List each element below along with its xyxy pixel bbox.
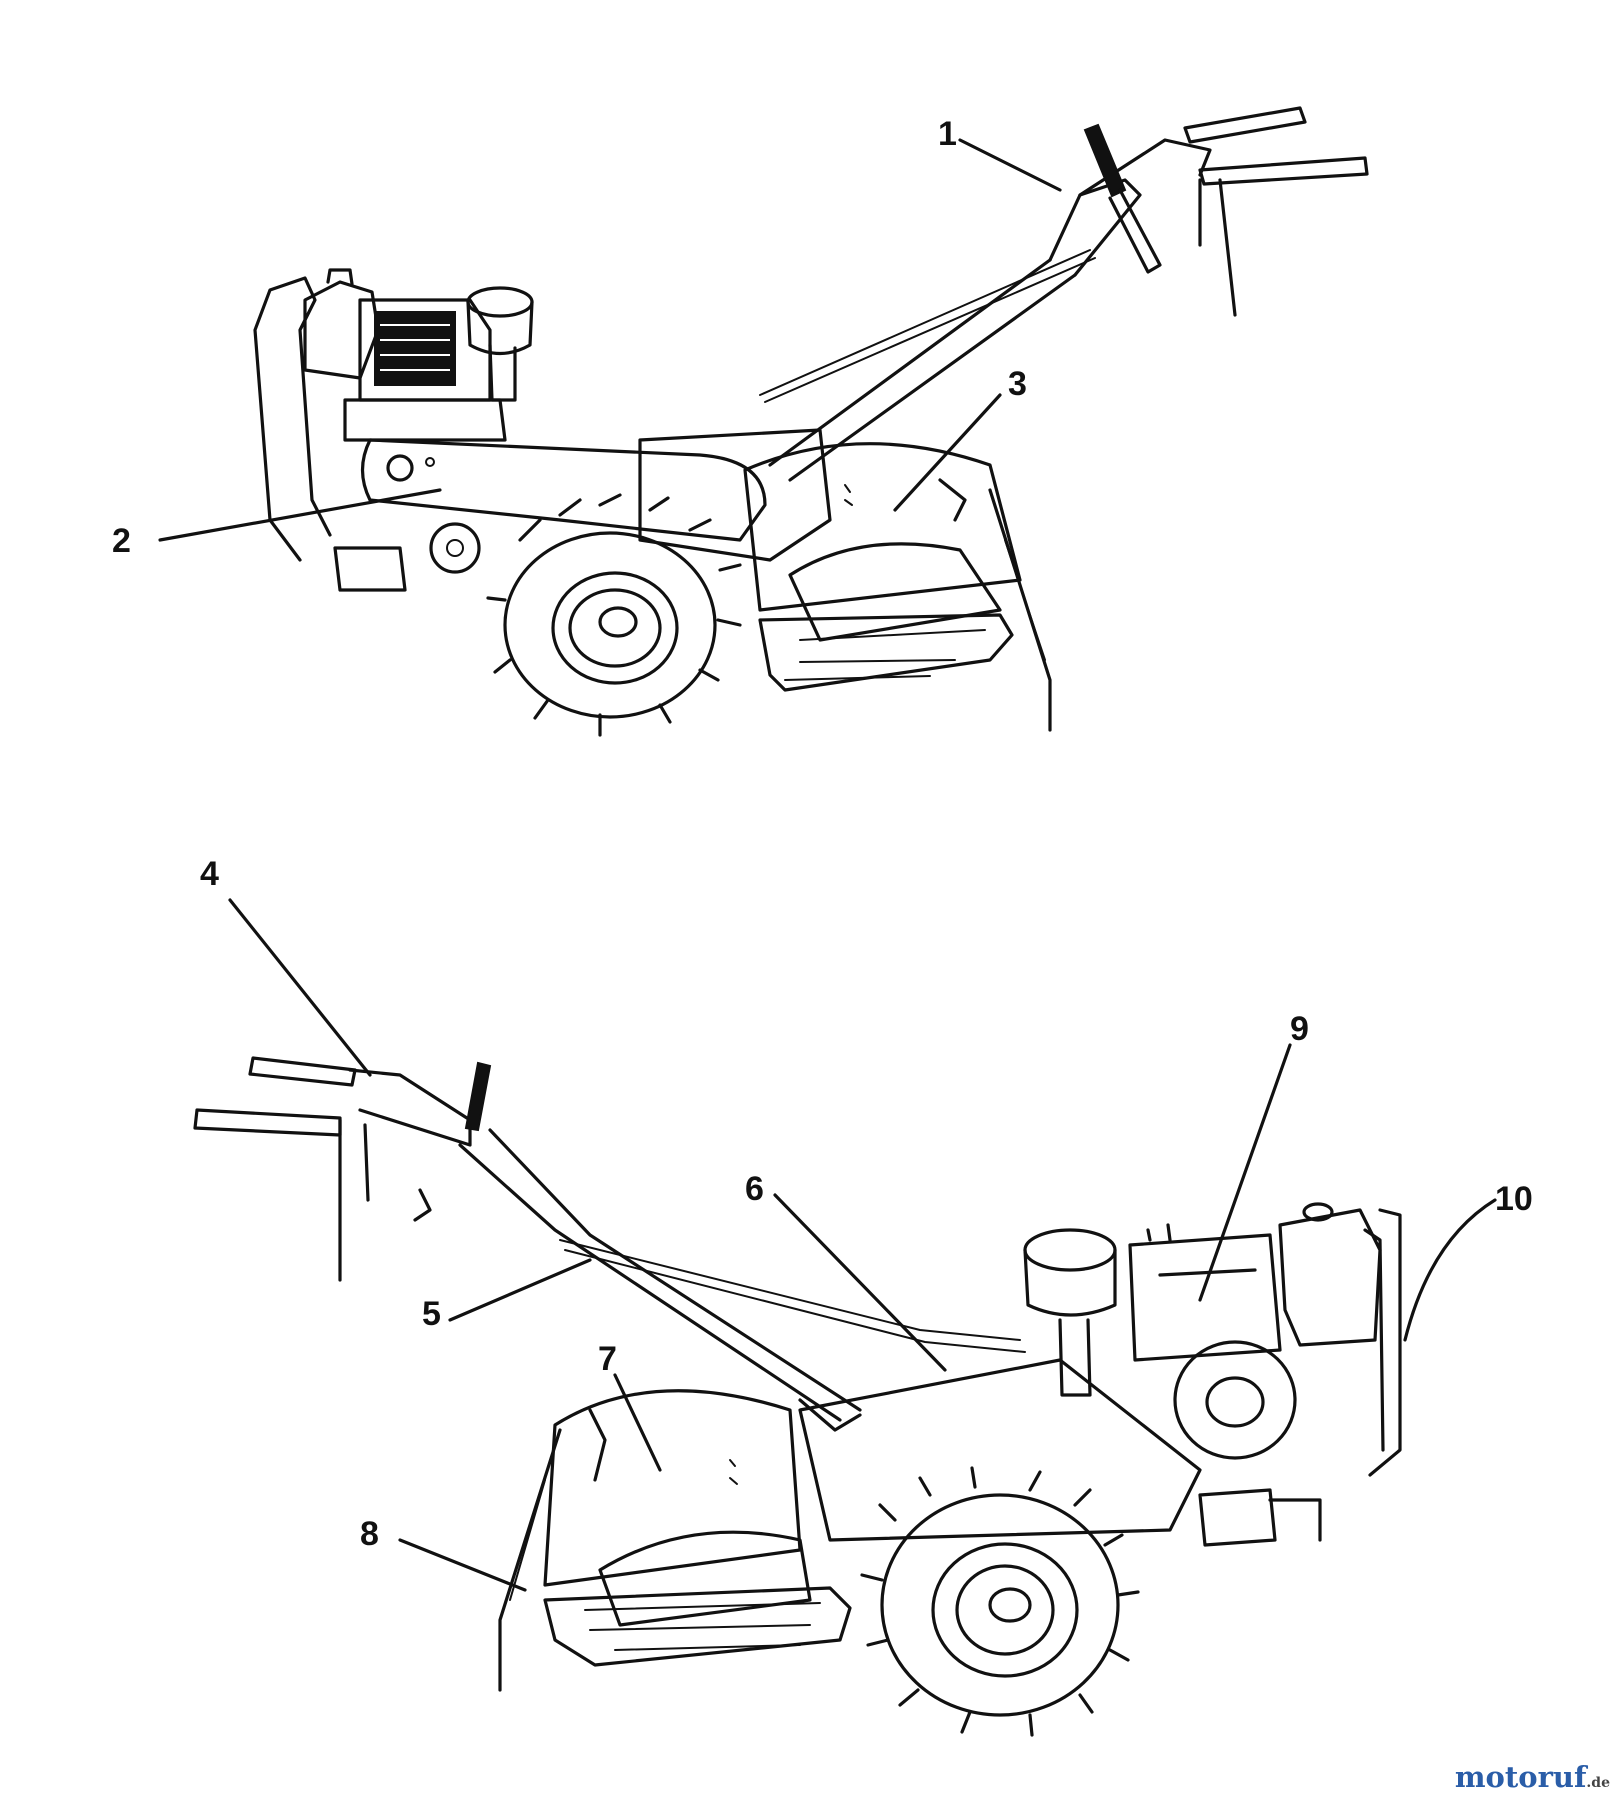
- handle-pin: [413, 1188, 432, 1222]
- air-cleaner-2: [1023, 1248, 1117, 1317]
- rear-guard-2: [1368, 1208, 1402, 1477]
- air-cleaner-top: [466, 286, 534, 318]
- callout-5: 5: [422, 1295, 441, 1333]
- callout-3: 3: [1008, 365, 1027, 403]
- pulley-bolt: [386, 454, 414, 482]
- air-cleaner: [466, 300, 534, 355]
- handle-tube-2: [458, 1143, 842, 1422]
- callout-10: 10: [1495, 1180, 1533, 1218]
- hood-latch-2: [588, 1408, 607, 1482]
- depth-bar-knob: [1083, 123, 1127, 198]
- clutch-lever-2: [1218, 178, 1237, 317]
- handle-tube-lower: [768, 258, 1052, 467]
- leader-7: [613, 1373, 662, 1472]
- muffler-2: [1198, 1488, 1277, 1547]
- tire-treads-2: [860, 1466, 1140, 1737]
- handle-grip-upper-2: [248, 1056, 357, 1087]
- leader-8: [398, 1538, 527, 1592]
- engine-base: [343, 398, 507, 442]
- depth-bar-knob-2: [464, 1061, 492, 1132]
- engine-block-2: [1128, 1233, 1282, 1362]
- leader-5: [448, 1258, 592, 1322]
- carburetor-2: [1058, 1318, 1092, 1397]
- wheel-tire-2: [880, 1493, 1120, 1717]
- fuel-cap-2: [1302, 1202, 1334, 1222]
- leader-10: [1403, 1198, 1497, 1342]
- transmission-housing: [638, 428, 832, 562]
- callout-8: 8: [360, 1515, 379, 1553]
- callout-9: 9: [1290, 1010, 1309, 1048]
- wheel-rim: [551, 571, 679, 685]
- fuel-tank: [303, 280, 380, 380]
- drag-bar-plate-2: [543, 1586, 852, 1667]
- handle-top-2: [348, 1068, 472, 1147]
- callout-7: 7: [598, 1340, 617, 1378]
- leader-1: [958, 138, 1062, 192]
- handle-grip-lower-2: [193, 1108, 342, 1137]
- leader-4: [228, 898, 372, 1077]
- control-cable-2: [559, 1239, 1021, 1341]
- callout-4: 4: [200, 855, 219, 893]
- recoil-starter: [1173, 1340, 1297, 1460]
- clutch-lever-4: [363, 1123, 370, 1202]
- depth-lever: [1108, 188, 1162, 274]
- engine-control: [1146, 1223, 1172, 1242]
- handle-grip-upper: [1183, 106, 1307, 144]
- fuel-tank-2: [1278, 1208, 1382, 1347]
- callout-1: 1: [938, 115, 957, 153]
- wheel-tire: [503, 531, 717, 719]
- air-cleaner-top-2: [1023, 1228, 1117, 1272]
- rear-guard: [253, 276, 332, 562]
- tire-treads: [486, 493, 742, 737]
- tiller-bottom-view: [193, 1056, 1402, 1737]
- handle-top: [1078, 138, 1212, 197]
- leader-6: [773, 1193, 947, 1372]
- handle-grip-lower: [1198, 156, 1369, 186]
- muffler: [333, 546, 407, 592]
- tine-hood: [743, 442, 1022, 612]
- transmission-housing-2: [798, 1358, 1202, 1542]
- callout-6: 6: [745, 1170, 764, 1208]
- wheel-rim-2: [931, 1542, 1079, 1678]
- drag-bar-plate: [758, 613, 1014, 692]
- engine-cooling-fins: [374, 311, 456, 386]
- handle-tube-2-edge: [488, 1128, 862, 1412]
- hood-latch: [938, 478, 967, 522]
- leader-2: [158, 488, 442, 542]
- belt-cover: [360, 438, 767, 542]
- tiller-top-view: [253, 106, 1369, 737]
- leader-9: [1198, 1043, 1292, 1302]
- wheel-hub-2: [988, 1587, 1032, 1623]
- wheel-hub: [598, 606, 638, 638]
- leader-3: [893, 393, 1002, 512]
- depth-bar-2: [498, 1428, 562, 1692]
- tine-hood-2: [543, 1389, 802, 1587]
- lower-pulley: [429, 522, 481, 574]
- watermark-tld: .de: [1586, 1775, 1610, 1791]
- watermark-brand: motoruf: [1454, 1760, 1587, 1794]
- control-cable: [759, 249, 1091, 396]
- handle-bracket: [1048, 178, 1142, 277]
- watermark-logo: motoruf.de: [1455, 1760, 1610, 1794]
- callout-2: 2: [112, 522, 131, 560]
- carburetor: [488, 343, 517, 402]
- tine-shield: [788, 542, 1002, 642]
- fuel-cap: [326, 268, 354, 286]
- tine-shield-2: [598, 1530, 812, 1627]
